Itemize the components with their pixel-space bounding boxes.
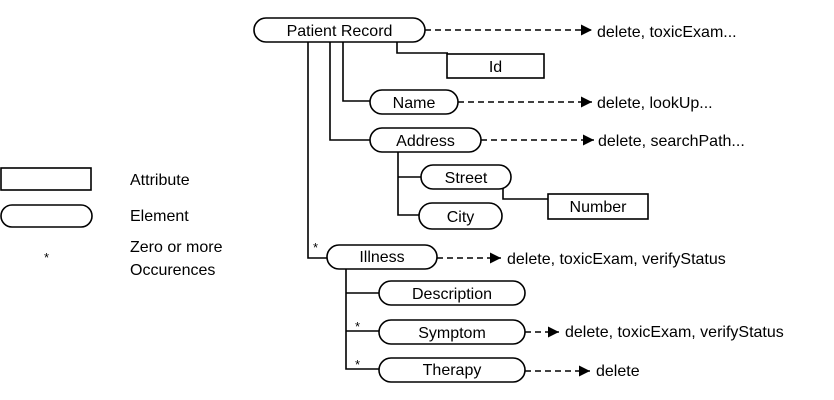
node-city-label: City (447, 209, 475, 226)
legend-zero-or-more-symbol: * (44, 250, 49, 265)
node-description[interactable]: Description (378, 280, 526, 306)
legend-zero-or-more-line1: Zero or more (130, 239, 223, 256)
ops-symptom: delete, toxicExam, verifyStatus (565, 324, 784, 341)
node-id[interactable]: Id (446, 53, 545, 79)
multiplicity-symptom: * (355, 319, 360, 334)
ops-illness: delete, toxicExam, verifyStatus (507, 251, 726, 268)
node-therapy[interactable]: Therapy (378, 357, 526, 383)
legend-attribute-label: Attribute (130, 172, 190, 189)
node-patient-record-label: Patient Record (287, 23, 393, 40)
connector-city (397, 151, 420, 216)
node-street[interactable]: Street (420, 164, 512, 190)
legend-element-label: Element (130, 208, 189, 225)
node-name-label: Name (393, 95, 436, 112)
legend-attribute-symbol (0, 167, 92, 191)
multiplicity-therapy: * (355, 357, 360, 372)
connector-name (342, 41, 372, 102)
operation-arrows (425, 24, 594, 377)
node-number[interactable]: Number (547, 193, 649, 220)
node-address-label: Address (396, 133, 455, 150)
connector-number (502, 182, 550, 200)
node-address[interactable]: Address (369, 127, 482, 153)
node-description-label: Description (412, 286, 492, 303)
connector-illness (307, 41, 328, 259)
node-therapy-label: Therapy (423, 362, 482, 379)
ops-therapy: delete (596, 363, 640, 380)
node-street-label: Street (445, 170, 488, 187)
node-patient-record[interactable]: Patient Record (253, 17, 426, 43)
node-illness-label: Illness (359, 249, 404, 266)
node-city[interactable]: City (418, 202, 503, 230)
node-symptom-label: Symptom (418, 325, 486, 342)
connector-id (396, 41, 448, 54)
node-name[interactable]: Name (369, 89, 459, 115)
ops-address: delete, searchPath... (598, 133, 745, 150)
multiplicity-illness: * (313, 240, 318, 255)
node-symptom[interactable]: Symptom (378, 319, 526, 345)
node-illness[interactable]: Illness (326, 244, 438, 270)
connector-address (329, 41, 372, 141)
ops-patient-record: delete, toxicExam... (597, 24, 737, 41)
legend-zero-or-more-line2: Occurences (130, 262, 215, 279)
legend-element-symbol (0, 204, 93, 228)
legend: Attribute Element * Zero or more Occuren… (0, 167, 223, 279)
connector-therapy (345, 268, 380, 370)
node-number-label: Number (570, 199, 628, 216)
ops-name: delete, lookUp... (597, 95, 713, 112)
node-id-label: Id (489, 59, 502, 76)
